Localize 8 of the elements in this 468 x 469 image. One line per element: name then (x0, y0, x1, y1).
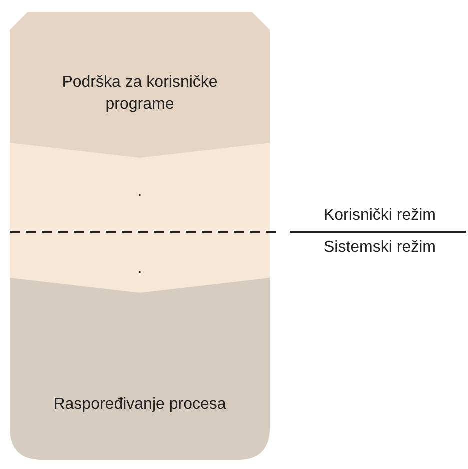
mode-label: Korisnički režim (322, 206, 437, 226)
layer-section (10, 278, 270, 460)
section-text: Raspoređivanje procesa (54, 395, 226, 415)
section-text: Podrška za korisničke programe (61, 73, 219, 115)
section-text: . (138, 259, 142, 279)
section-text: . (138, 182, 142, 202)
layer-section (10, 12, 270, 158)
mode-label: Sistemski režim (322, 238, 437, 258)
